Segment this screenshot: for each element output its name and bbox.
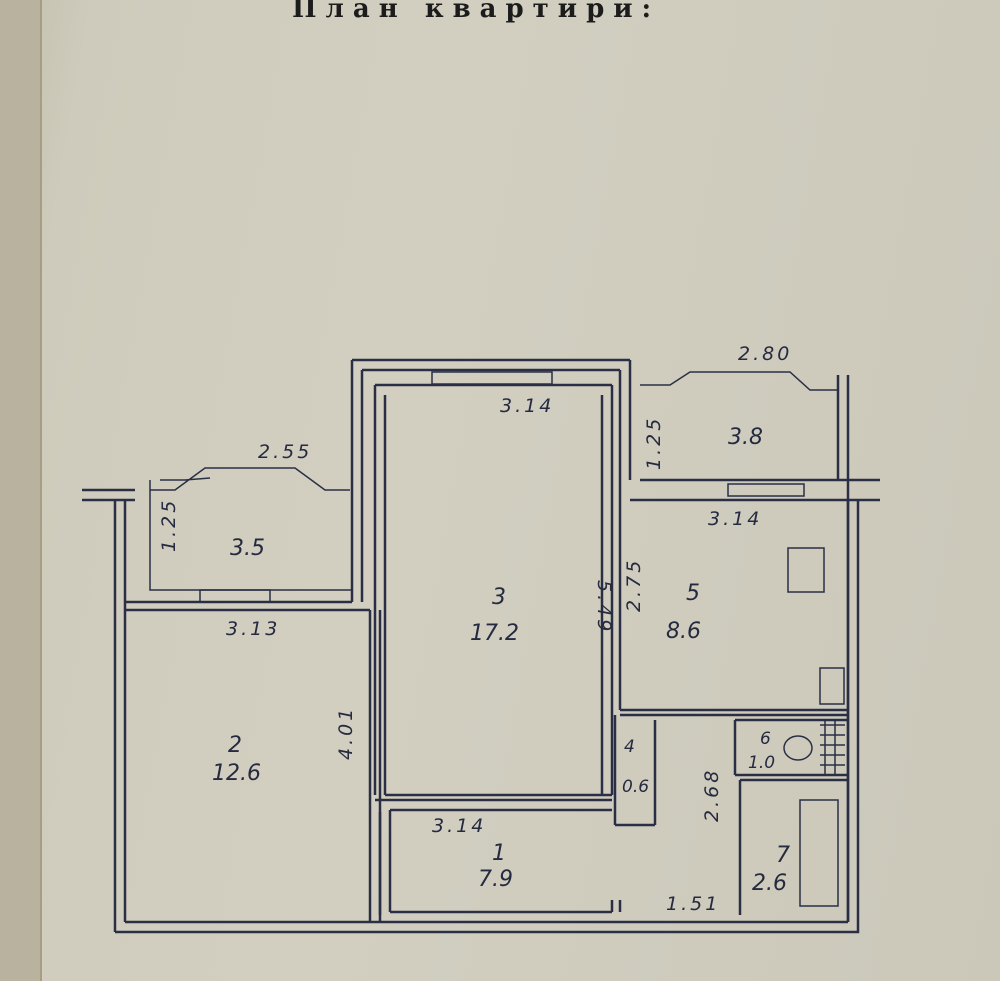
plan-label: 6	[760, 729, 771, 749]
plan-label: 1	[492, 841, 506, 866]
plan-label: 3.8	[728, 425, 763, 450]
plan-label: 1.25	[643, 416, 665, 470]
plan-label: 5.49	[593, 580, 615, 634]
dimension-labels: 2.55 1.25 3.13 4.01 3.14 5.49 2.80 1.25 …	[158, 343, 792, 915]
page-title: План квартири:	[292, 0, 661, 24]
plan-label: 1.51	[666, 893, 720, 915]
plan-label: 3.5	[230, 536, 265, 561]
plan-label: 17.2	[470, 621, 519, 646]
plan-label: 2.55	[258, 441, 312, 463]
plan-label: 2.68	[701, 768, 723, 822]
plan-label: 7.9	[478, 867, 513, 892]
stove	[787, 547, 825, 593]
plan-label: 0.6	[622, 777, 649, 797]
plan-label: 12.6	[212, 761, 261, 786]
toilet	[783, 735, 813, 761]
plan-label: 2.6	[752, 871, 787, 896]
plan-label: 3.14	[708, 508, 762, 530]
plan-label: 2.75	[623, 558, 645, 612]
room-labels: 2 12.6 3 17.2 17.9 5 8.6 4 0.6 6 1.0 7 2.6 3.5…	[212, 425, 790, 896]
plan-label: 2.80	[738, 343, 792, 365]
plan-label: 4	[624, 737, 635, 757]
plan-label: 2	[228, 733, 242, 758]
plan-label: 7	[776, 843, 790, 868]
plan-label: 3.14	[432, 815, 486, 837]
plan-label: 3.13	[226, 618, 280, 640]
walls	[82, 358, 880, 934]
windows	[199, 371, 845, 907]
plan-label: 8.6	[666, 619, 701, 644]
plan-label: 3.14	[500, 395, 554, 417]
paper-edge	[0, 0, 42, 981]
bathtub	[799, 799, 839, 907]
plan-label: 3	[492, 585, 506, 610]
plan-label: 4.01	[335, 706, 357, 760]
plan-label: 1.25	[158, 498, 180, 552]
plan-label: 5	[686, 581, 700, 606]
sink	[819, 667, 845, 705]
plan-label: 1.0	[748, 753, 775, 773]
